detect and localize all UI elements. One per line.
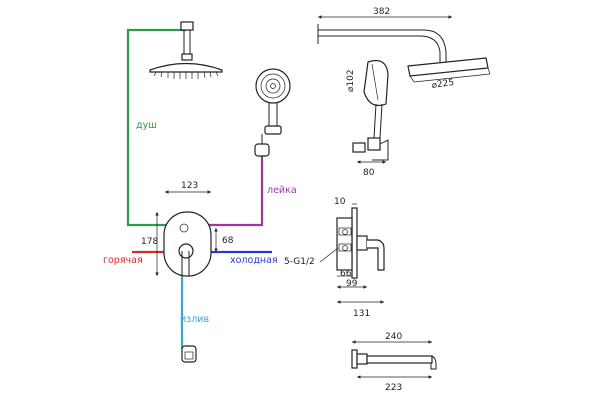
dim-131: 131 [353, 309, 370, 319]
dim-225: ⌀225 [431, 78, 455, 91]
pipe-hand [195, 156, 264, 227]
label-hand: лейка [267, 185, 297, 196]
dim-223: 223 [385, 383, 402, 393]
hand-shower-side [352, 59, 389, 161]
dim-10: 10 [334, 197, 346, 207]
mixer-side [336, 207, 385, 279]
dim-240: 240 [385, 332, 402, 342]
spout-side [351, 349, 437, 370]
dim-68: 68 [222, 236, 234, 246]
label-hot: горячая [103, 255, 143, 266]
thread-leader [319, 247, 339, 263]
dim-102: ⌀102 [346, 69, 356, 92]
dim-80: 80 [363, 168, 375, 178]
dim-123: 123 [181, 181, 198, 191]
pipe-shower [126, 28, 186, 227]
hand-shower-front [254, 68, 291, 157]
dim-382: 382 [373, 7, 390, 17]
label-spout: излив [180, 314, 209, 325]
spout-front [181, 345, 197, 363]
dim-99: 99 [346, 279, 358, 289]
mixer-front [163, 211, 212, 277]
overhead-arm-side [317, 24, 491, 83]
label-shower: душ [136, 120, 157, 131]
dim-thread: 5-G1/2 [284, 257, 315, 267]
dim-178: 178 [141, 237, 158, 247]
overhead-shower-front [149, 21, 223, 79]
label-cold: холодная [230, 255, 278, 266]
dim-66: 66 [340, 269, 352, 279]
